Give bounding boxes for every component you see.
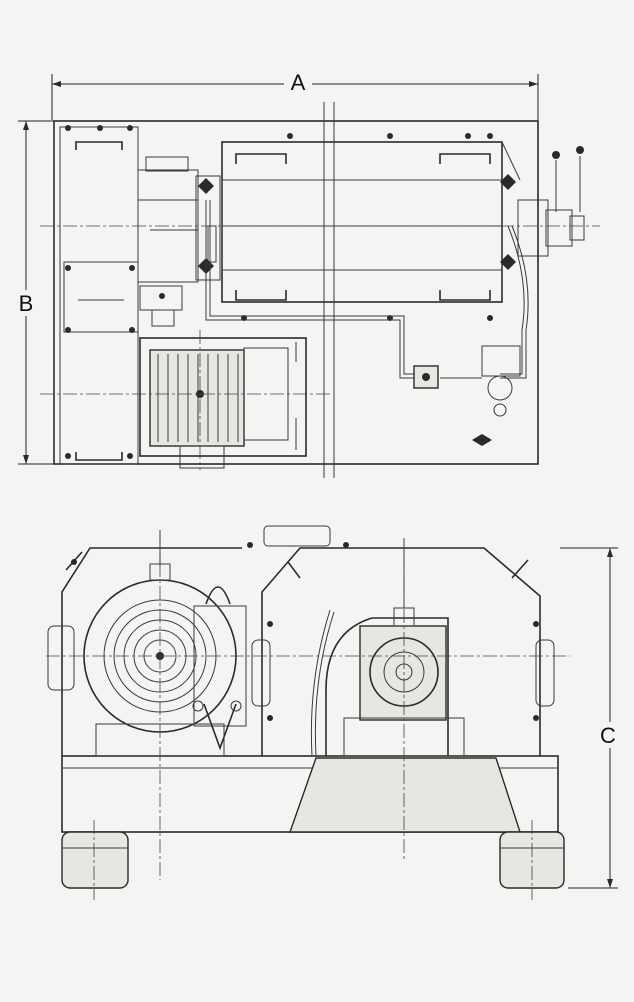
front-view-left-foot [61, 831, 129, 889]
top-view-drive-housing [221, 133, 521, 321]
dimension-a-label: A [291, 70, 306, 95]
top-view-coupling [137, 156, 221, 327]
top-view-left-frame [59, 125, 139, 465]
top-view [40, 102, 600, 478]
top-view-motor [139, 337, 307, 469]
front-view-right-guard [261, 547, 541, 756]
dimension-a: A [51, 68, 539, 120]
top-view-valves [413, 345, 521, 446]
dimension-b: B [12, 120, 54, 465]
front-view-motor [83, 530, 247, 757]
dimension-b-label: B [19, 291, 34, 316]
top-view-output-shaft [517, 146, 585, 257]
front-view-gearbox [325, 538, 465, 757]
front-view [46, 525, 570, 900]
dimension-c-label: C [600, 723, 616, 748]
front-view-left-guard [61, 547, 242, 756]
dimension-c: C [560, 547, 624, 889]
top-view-base-plate [53, 120, 539, 465]
